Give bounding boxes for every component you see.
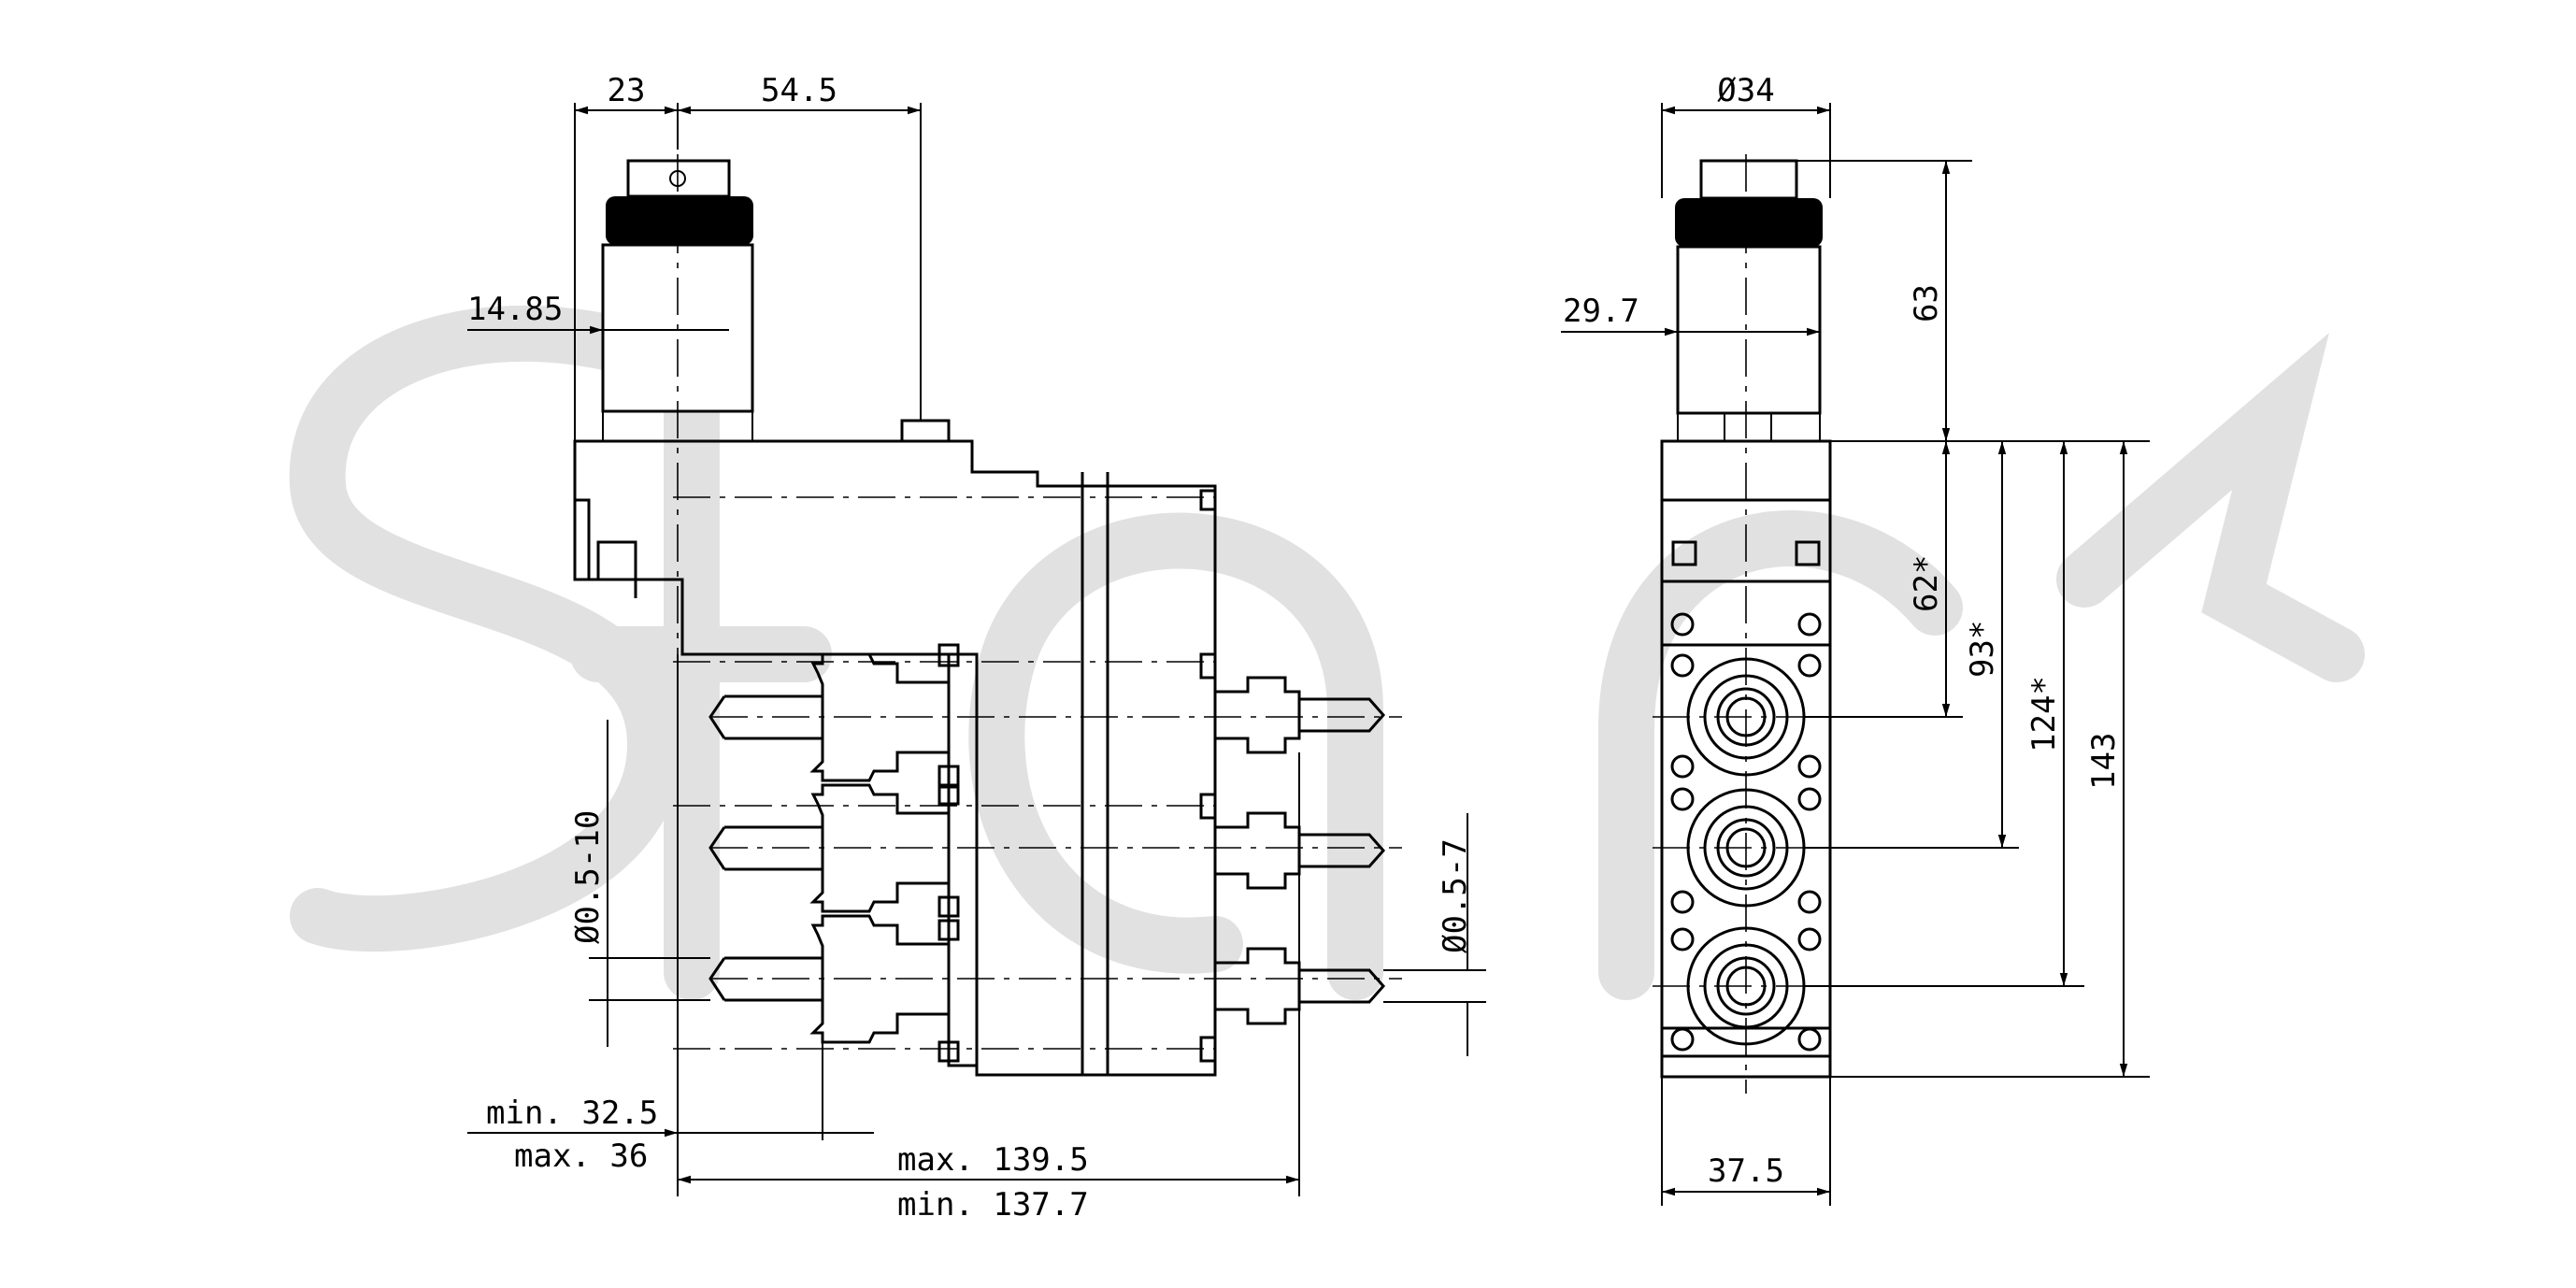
dim-143: 143 xyxy=(2085,733,2123,790)
front-view: Ø34 29.7 63 62* 93* 124* 143 37.5 xyxy=(1561,72,2150,1206)
valve-base xyxy=(573,439,1217,1077)
fitting-right-1 xyxy=(1213,676,1386,754)
front-valve-body xyxy=(1660,439,1832,1079)
front-knurled-nut xyxy=(1675,198,1823,247)
front-coil-body xyxy=(1676,245,1822,415)
dim-min-32-5: min. 32.5 xyxy=(486,1095,658,1132)
dim-124: 124* xyxy=(2025,676,2063,752)
dim-max-139-5: max. 139.5 xyxy=(897,1141,1089,1179)
screws xyxy=(1670,612,1822,1052)
dim-fitting-left: Ø0.5-10 xyxy=(569,810,607,944)
fitting-left-2 xyxy=(708,783,960,918)
dim-dia-34: Ø34 xyxy=(1717,72,1774,109)
dim-37-5: 37.5 xyxy=(1708,1152,1784,1190)
dim-63: 63 xyxy=(1908,284,1945,322)
dim-54-5: 54.5 xyxy=(761,72,837,109)
dim-max-36: max. 36 xyxy=(514,1138,648,1175)
dim-14-85: 14.85 xyxy=(467,291,563,328)
fitting-left-3 xyxy=(708,914,960,1063)
dim-93: 93* xyxy=(1964,621,2001,678)
dim-62: 62* xyxy=(1908,555,1945,612)
dim-fitting-right: Ø0.5-7 xyxy=(1437,838,1474,953)
front-coil-cap xyxy=(1699,159,1798,200)
side-view: 23 54.5 14.85 min. 32.5 max. 36 max. 139… xyxy=(467,72,1486,1224)
dim-29-7: 29.7 xyxy=(1563,293,1639,330)
coil-cap xyxy=(626,159,731,198)
dim-23: 23 xyxy=(608,72,646,109)
knurled-nut xyxy=(606,196,753,245)
dim-min-137-7: min. 137.7 xyxy=(897,1186,1089,1224)
